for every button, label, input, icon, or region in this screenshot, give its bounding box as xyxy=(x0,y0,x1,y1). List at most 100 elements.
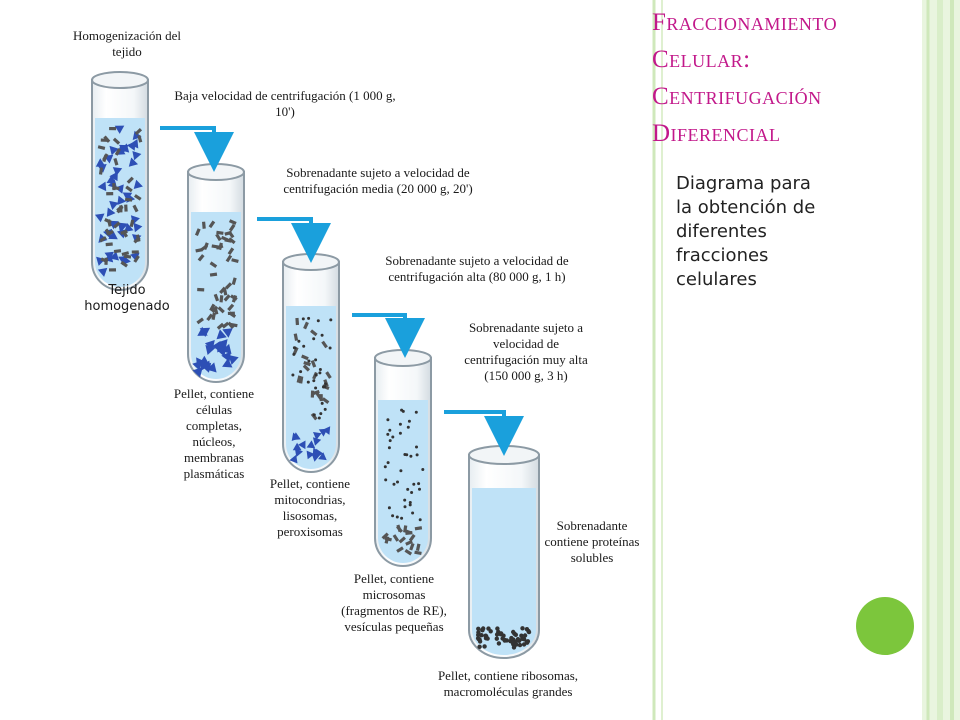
small-particle xyxy=(396,480,399,484)
label-pellet-2: Pellet, contiene mitocondrias, lisosomas… xyxy=(269,476,351,539)
organelle-particle xyxy=(209,261,218,268)
organelle-particle xyxy=(222,288,228,296)
organelle-particle xyxy=(208,220,216,229)
small-particle xyxy=(524,640,530,645)
small-particle xyxy=(314,386,318,390)
small-particle xyxy=(328,346,332,350)
triangle-particle xyxy=(118,222,128,232)
small-particle xyxy=(386,418,390,422)
organelle-particle xyxy=(415,543,421,552)
small-particle xyxy=(480,627,485,633)
small-particle xyxy=(387,506,391,510)
small-particle xyxy=(405,453,409,457)
organelle-particle xyxy=(124,197,133,202)
organelle-particle xyxy=(325,371,332,379)
organelle-particle xyxy=(227,247,235,255)
tube-3 xyxy=(282,253,340,473)
description: Diagrama para la obtención de diferentes… xyxy=(676,173,816,290)
triangle-particle xyxy=(128,157,138,167)
label-step-2: Sobrenadante sujeto a velocidad de centr… xyxy=(283,165,473,196)
small-particle xyxy=(318,368,322,371)
organelle-particle xyxy=(225,254,233,263)
label-pellet-3: Pellet, contiene microsomas (fragmentos … xyxy=(341,571,447,634)
organelle-particle xyxy=(123,254,132,259)
small-particle xyxy=(511,645,517,650)
small-particle xyxy=(476,626,481,631)
organelle-particle xyxy=(98,167,104,175)
small-particle xyxy=(398,431,402,435)
triangle-particle xyxy=(109,200,119,210)
triangle-particle xyxy=(306,450,315,460)
organelle-particle xyxy=(303,321,309,330)
triangle-particle xyxy=(221,351,231,362)
organelle-particle xyxy=(301,354,309,361)
organelle-particle xyxy=(293,333,299,341)
tube-2-rim xyxy=(187,163,245,181)
organelle-particle xyxy=(310,412,318,421)
small-particle xyxy=(299,370,303,374)
small-particle xyxy=(520,626,525,631)
small-particle xyxy=(522,633,528,638)
organelle-particle xyxy=(231,277,237,286)
small-particle xyxy=(477,639,483,644)
triangle-particle xyxy=(112,167,123,176)
triangle-particle xyxy=(114,125,125,134)
small-particle xyxy=(329,318,333,322)
organelle-particle xyxy=(211,305,219,313)
small-particle xyxy=(494,632,500,637)
small-particle xyxy=(408,501,412,504)
organelle-particle xyxy=(202,221,206,229)
tube-1 xyxy=(91,71,149,291)
organelle-particle xyxy=(116,205,124,214)
triangle-particle xyxy=(306,440,316,449)
small-particle xyxy=(292,346,296,350)
small-particle xyxy=(317,416,321,420)
triangle-particle xyxy=(97,267,108,277)
organelle-particle xyxy=(209,272,218,277)
organelle-particle xyxy=(106,192,114,196)
triangle-particle xyxy=(108,230,118,240)
label-step-3: Sobrenadante sujeto a velocidad de centr… xyxy=(385,253,569,284)
organelle-particle xyxy=(211,244,219,249)
organelle-particle xyxy=(114,148,121,156)
small-particle xyxy=(515,637,521,642)
tube-4-rim xyxy=(374,349,432,367)
organelle-particle xyxy=(133,255,140,263)
triangle-particle xyxy=(217,339,228,350)
organelle-particle xyxy=(227,321,235,330)
organelle-particle xyxy=(405,531,413,535)
small-particle xyxy=(383,465,387,469)
triangle-particle xyxy=(222,328,233,338)
small-particle xyxy=(392,482,396,486)
organelle-particle xyxy=(97,145,106,150)
triangle-particle xyxy=(95,158,106,167)
small-particle xyxy=(398,422,402,426)
arrow-4 xyxy=(444,410,524,456)
organelle-particle xyxy=(99,236,107,243)
organelle-particle xyxy=(217,306,225,314)
organelle-particle xyxy=(206,313,214,322)
small-particle xyxy=(412,482,416,486)
triangle-particle xyxy=(199,327,211,337)
small-particle xyxy=(388,439,392,443)
triangle-particle xyxy=(221,343,232,354)
small-particle xyxy=(312,413,316,417)
organelle-particle xyxy=(302,364,311,372)
organelle-particle xyxy=(209,303,216,312)
triangle-particle xyxy=(216,329,227,340)
triangle-particle xyxy=(312,437,322,446)
small-particle xyxy=(517,642,523,648)
organelle-particle xyxy=(120,229,128,235)
triangle-particle xyxy=(289,454,298,464)
triangle-particle xyxy=(97,181,107,192)
organelle-particle xyxy=(228,219,237,225)
triangle-particle xyxy=(95,213,105,223)
arrow-3 xyxy=(352,313,425,358)
small-particle xyxy=(513,632,518,637)
small-particle xyxy=(477,644,482,649)
small-particle xyxy=(314,373,318,377)
small-particle xyxy=(400,408,404,412)
organelle-particle xyxy=(129,219,135,228)
tube-5 xyxy=(468,445,540,659)
